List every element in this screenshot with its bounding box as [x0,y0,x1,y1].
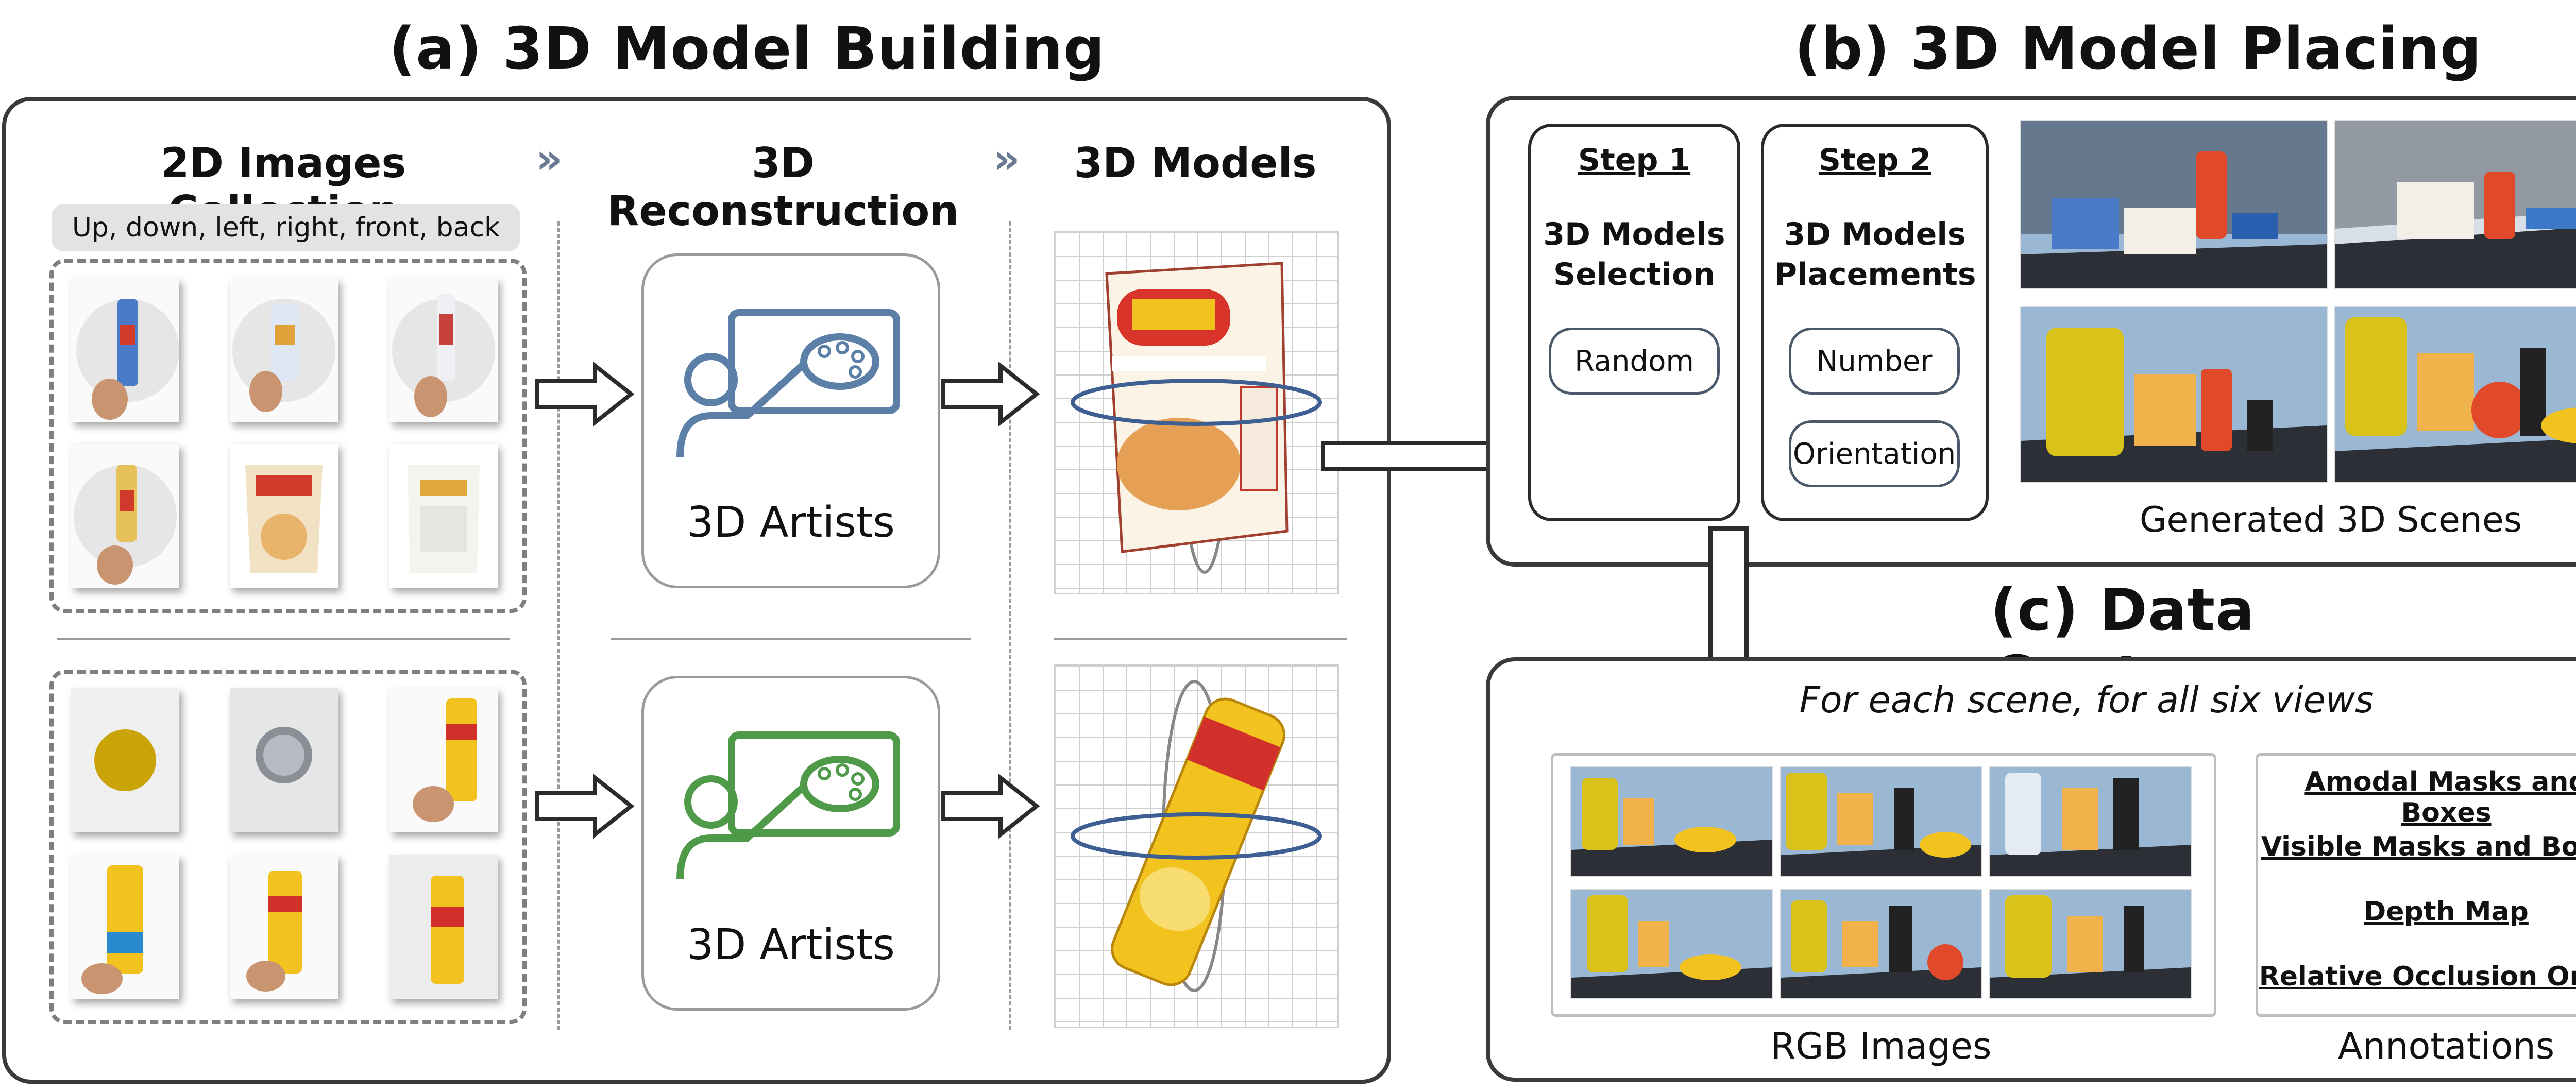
step2-box: Step 2 3D Models Placements Number Orien… [1761,124,1989,521]
rgb-image [1781,767,1981,876]
column-divider [1009,221,1011,1030]
rgb-caption: RGB Images [1770,1025,1992,1067]
photo-group-can [49,670,527,1024]
can-photo-icon [71,688,179,832]
random-option: Random [1549,328,1720,395]
bag-photo-icon [71,278,179,422]
panel-a-title: (a) 3D Model Building [388,15,1106,82]
photo-chips-view [389,278,498,422]
scene-render-icon [2021,121,2327,288]
scenes-caption: Generated 3D Scenes [2139,500,2522,540]
model-grid-can [1054,664,1339,1028]
chevron-icon: » [536,135,563,183]
rgb-image [1990,767,2191,876]
photo-chips-view [71,278,179,422]
panel-c-subtitle: For each scene, for all six views [1799,679,2374,721]
step1-body: 3D Models Selection [1543,216,1725,293]
rgb-image [1990,890,2191,998]
photo-can-view [230,688,338,832]
rgb-render-icon [1990,890,2191,998]
annotations-caption: Annotations [2337,1025,2555,1067]
step2-title: Step 2 [1818,142,1931,178]
generated-scene [2021,121,2327,288]
photo-chips-view [389,444,498,588]
rgb-render-icon [1571,767,1772,876]
artist-label-top: 3D Artists [687,498,895,547]
photo-can-view [230,855,338,999]
orientation-option: Orientation [1789,420,1960,487]
scene-render-icon [2335,121,2576,288]
can-photo-icon [389,855,498,999]
step1-title: Step 1 [1578,142,1691,178]
bag-photo-icon [389,278,498,422]
annotation-occlusion: Relative Occlusion Order [2259,961,2576,992]
step1-box: Step 1 3D Models Selection Random [1528,124,1740,521]
annotation-depth: Depth Map [2364,896,2529,927]
photo-can-view [71,855,179,999]
bag-photo-icon [230,278,338,422]
number-option: Number [1789,328,1960,395]
arrow-right-icon [535,773,635,839]
col-header-3d-models: 3D Models [1074,139,1317,187]
photo-group-chips [49,259,527,613]
scene-render-icon [2021,307,2327,482]
annotation-amodal: Amodal Masks and Boxes [2304,766,2576,828]
artist-easel-icon [676,309,900,457]
can-photo-icon [230,688,338,832]
rgb-render-icon [1781,890,1981,998]
step2-body: 3D Models Placements [1774,216,1976,293]
model-grid-chips [1054,231,1339,594]
rgb-image [1571,767,1772,876]
column-divider [557,221,560,1030]
rgb-image [1571,890,1772,998]
generated-scene [2335,121,2576,288]
annotations-frame [2256,753,2576,1017]
arrow-right-icon [535,361,635,427]
generated-scene [2021,307,2327,482]
rgb-render-icon [1781,767,1981,876]
photo-chips-view [71,444,179,588]
chevron-icon: » [993,135,1020,183]
row-divider [57,638,510,640]
arrow-right-icon [941,361,1040,427]
pringles-can-model-icon [1071,680,1322,992]
artist-easel-icon [676,731,900,880]
can-photo-icon [71,855,179,999]
panel-b-title: (b) 3D Model Placing [1794,15,2482,82]
can-photo-icon [389,688,498,832]
row-divider [1054,638,1347,640]
rgb-render-icon [1571,890,1772,998]
rgb-render-icon [1990,767,2191,876]
artist-card-top: 3D Artists [641,253,940,588]
bag-photo-icon [389,444,498,588]
views-label: Up, down, left, right, front, back [52,204,520,251]
generated-scene [2335,307,2576,482]
photo-can-view [389,855,498,999]
bag-photo-icon [71,444,179,588]
bag-photo-icon [230,444,338,588]
arrow-right-icon [941,773,1040,839]
artist-label-bottom: 3D Artists [687,920,895,969]
photo-can-view [389,688,498,832]
photo-chips-view [230,444,338,588]
photo-chips-view [230,278,338,422]
artist-card-bottom: 3D Artists [641,676,940,1011]
rgb-image [1781,890,1981,998]
photo-can-view [71,688,179,832]
col-header-3d-reconstruction: 3D Reconstruction [607,139,959,235]
scene-render-icon [2335,307,2576,482]
can-photo-icon [230,855,338,999]
chips-bag-model-icon [1071,262,1322,574]
row-divider [611,638,971,640]
annotation-visible: Visible Masks and Boxes [2261,831,2576,862]
